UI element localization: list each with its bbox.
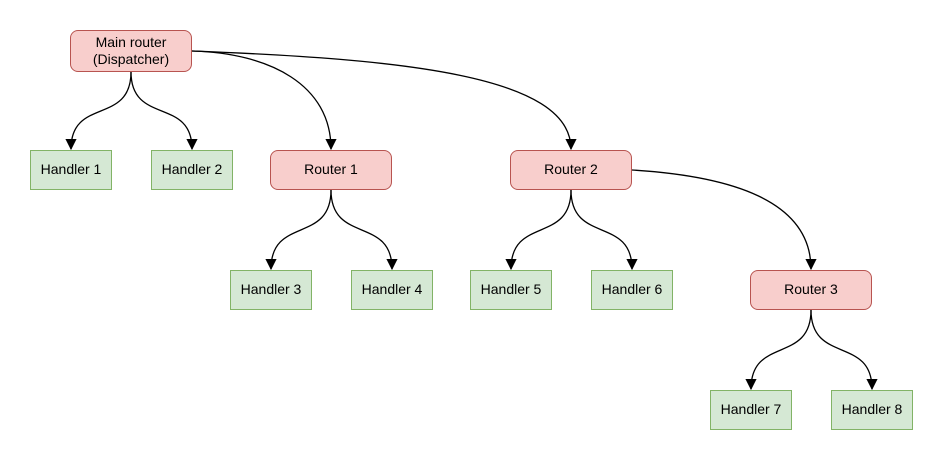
edge-router3-to-handler8 bbox=[810, 309, 878, 391]
node-main-router-label-line2: (Dispatcher) bbox=[92, 51, 170, 67]
node-handler-8: Handler 8 bbox=[831, 390, 913, 430]
node-handler-7: Handler 7 bbox=[710, 390, 792, 430]
node-router-2-label: Router 2 bbox=[544, 161, 598, 178]
node-handler-1-label: Handler 1 bbox=[40, 161, 102, 178]
edge-router2-to-handler5 bbox=[505, 189, 572, 271]
node-handler-5: Handler 5 bbox=[470, 270, 552, 310]
edge-main-to-handler2 bbox=[130, 71, 198, 151]
node-handler-4: Handler 4 bbox=[351, 270, 433, 310]
node-router-1: Router 1 bbox=[270, 150, 392, 190]
node-main-router: Main router (Dispatcher) bbox=[70, 30, 192, 72]
node-handler-2: Handler 2 bbox=[151, 150, 233, 190]
node-handler-6-label: Handler 6 bbox=[601, 281, 663, 298]
edge-router1-to-handler4 bbox=[330, 189, 398, 271]
node-router-3-label: Router 3 bbox=[784, 281, 838, 298]
edge-router3-to-handler7 bbox=[745, 309, 812, 391]
edge-main-to-router1 bbox=[191, 50, 337, 151]
node-handler-4-label: Handler 4 bbox=[361, 281, 423, 298]
edge-router2-to-handler6 bbox=[570, 189, 638, 271]
node-handler-1: Handler 1 bbox=[30, 150, 112, 190]
node-handler-3-label: Handler 3 bbox=[240, 281, 302, 298]
node-router-2: Router 2 bbox=[510, 150, 632, 190]
node-router-1-label: Router 1 bbox=[304, 161, 358, 178]
node-router-3: Router 3 bbox=[750, 270, 872, 310]
node-handler-2-label: Handler 2 bbox=[161, 161, 223, 178]
node-main-router-label-line1: Main router bbox=[95, 33, 167, 50]
edge-main-to-handler1 bbox=[65, 71, 132, 151]
edge-router1-to-handler3 bbox=[265, 189, 332, 271]
node-handler-5-label: Handler 5 bbox=[480, 281, 542, 298]
node-handler-6: Handler 6 bbox=[591, 270, 673, 310]
node-handler-8-label: Handler 8 bbox=[841, 401, 903, 418]
edge-main-to-router2 bbox=[191, 50, 577, 151]
node-handler-7-label: Handler 7 bbox=[720, 401, 782, 418]
node-handler-3: Handler 3 bbox=[230, 270, 312, 310]
edge-router2-to-router3 bbox=[631, 169, 817, 271]
